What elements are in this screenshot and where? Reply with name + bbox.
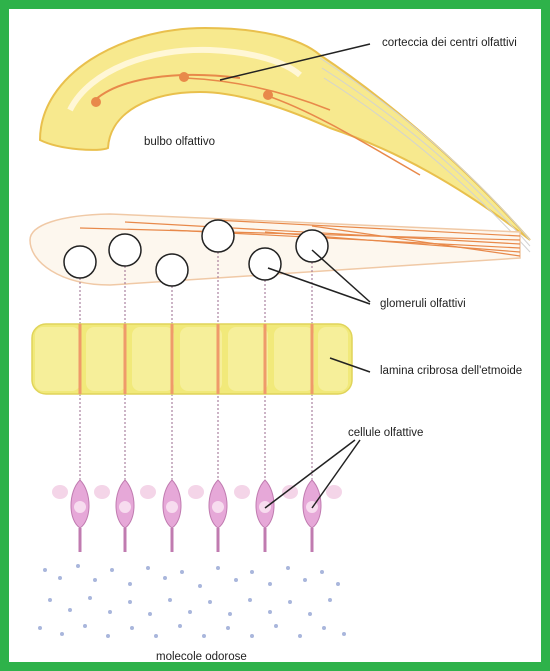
olfactory-cell xyxy=(209,480,227,552)
glomerulus xyxy=(296,230,328,262)
label-lamina: lamina cribrosa dell'etmoide xyxy=(380,365,522,377)
label-molecules: molecole odorose xyxy=(156,651,247,663)
glomerulus xyxy=(64,246,96,278)
olfactory-cell xyxy=(256,480,274,552)
glomerulus xyxy=(249,248,281,280)
label-cells: cellule olfattive xyxy=(348,427,423,439)
olfactory-cell xyxy=(303,480,321,552)
glomerulus xyxy=(109,234,141,266)
label-cortex: corteccia dei centri olfattivi xyxy=(382,37,517,49)
glomerulus xyxy=(156,254,188,286)
glomerulus xyxy=(202,220,234,252)
olfactory-cell xyxy=(116,480,134,552)
olfactory-cell xyxy=(71,480,89,552)
label-glomeruli: glomeruli olfattivi xyxy=(380,298,466,310)
odor-molecules xyxy=(38,564,346,638)
lamina-cribrosa xyxy=(32,324,352,394)
label-bulb: bulbo olfattivo xyxy=(144,136,215,148)
olfactory-cell xyxy=(163,480,181,552)
olfactory-cells xyxy=(52,480,342,552)
